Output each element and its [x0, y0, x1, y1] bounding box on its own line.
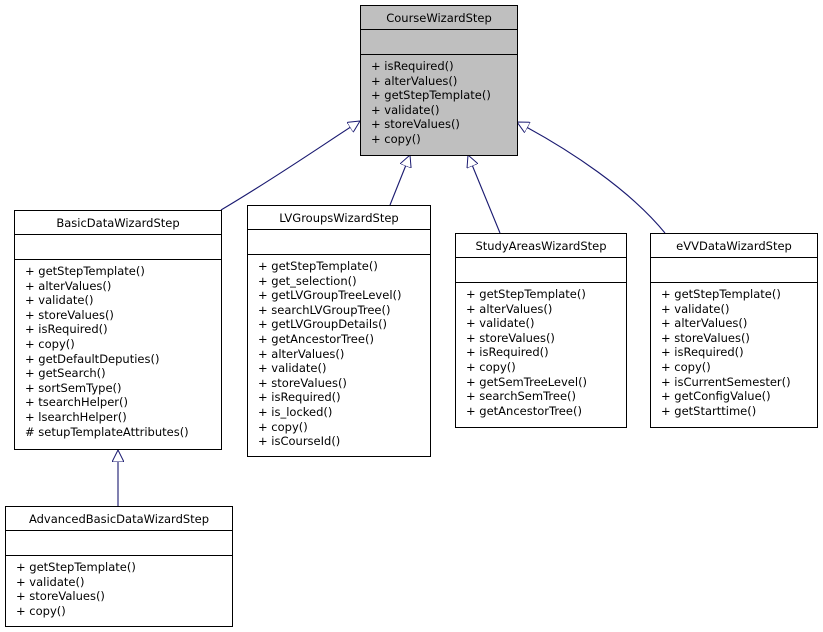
edge-lvgroups-to-course	[389, 155, 410, 206]
operation: + validate()	[258, 361, 327, 376]
operation: + alterValues()	[661, 316, 748, 331]
class-basic-data-wizard-step[interactable]: BasicDataWizardStep + getStepTemplate() …	[14, 210, 222, 450]
operation: + tsearchHelper()	[25, 395, 128, 410]
operations-compartment: + getStepTemplate() + get_selection() + …	[248, 255, 430, 449]
operation: + getAncestorTree()	[258, 331, 374, 346]
edge-studyareas-to-course	[468, 155, 501, 234]
class-study-areas-wizard-step[interactable]: StudyAreasWizardStep + getStepTemplate()…	[455, 233, 627, 428]
operation: + getDefaultDeputies()	[25, 351, 160, 366]
operation: + getStepTemplate()	[25, 264, 145, 278]
operation: + get_selection()	[258, 273, 357, 288]
operation: + getStepTemplate()	[371, 88, 491, 103]
operation: + validate()	[466, 316, 535, 331]
operation: + alterValues()	[258, 346, 345, 361]
operation: + copy()	[25, 336, 75, 351]
operation: + getConfigValue()	[661, 389, 771, 404]
operation: + copy()	[661, 359, 711, 374]
operation: + getSearch()	[25, 366, 106, 381]
attributes-compartment	[6, 531, 232, 556]
operation: + alterValues()	[371, 73, 458, 88]
operation: + storeValues()	[661, 330, 750, 345]
attributes-compartment	[15, 235, 221, 260]
operation: + validate()	[25, 293, 94, 308]
class-evv-data-wizard-step[interactable]: eVVDataWizardStep + getStepTemplate() + …	[650, 233, 818, 428]
operation: + getStepTemplate()	[258, 259, 378, 273]
operation: + copy()	[258, 419, 308, 434]
class-name: CourseWizardStep	[361, 6, 517, 30]
operation: + isRequired()	[25, 322, 108, 337]
operation: + getStepTemplate()	[16, 560, 136, 574]
class-lv-groups-wizard-step[interactable]: LVGroupsWizardStep + getStepTemplate() +…	[247, 205, 431, 457]
operation: + validate()	[16, 574, 85, 589]
operation: + validate()	[371, 102, 440, 117]
operation: + getStepTemplate()	[661, 287, 781, 301]
operation: + storeValues()	[16, 589, 105, 604]
operation: + lsearchHelper()	[25, 409, 127, 424]
attributes-compartment	[651, 258, 817, 283]
operations-compartment: + getStepTemplate() + alterValues() + va…	[456, 283, 626, 418]
operation: + storeValues()	[466, 330, 555, 345]
operation: + alterValues()	[25, 278, 112, 293]
operation: + copy()	[466, 359, 516, 374]
operation: + searchLVGroupTree()	[258, 302, 391, 317]
edge-evv-to-course	[517, 122, 666, 234]
attributes-compartment	[361, 30, 517, 55]
class-advanced-basic-data-wizard-step[interactable]: AdvancedBasicDataWizardStep + getStepTem…	[5, 506, 233, 627]
operation: + getAncestorTree()	[466, 403, 582, 418]
class-name: StudyAreasWizardStep	[456, 234, 626, 258]
operation: + isCurrentSemester()	[661, 374, 791, 389]
class-name: BasicDataWizardStep	[15, 211, 221, 235]
operations-compartment: + isRequired() + alterValues() + getStep…	[361, 55, 517, 147]
operation: + getLVGroupDetails()	[258, 317, 388, 332]
operation: + isRequired()	[466, 345, 549, 360]
operation: + storeValues()	[371, 117, 460, 132]
operation: + storeValues()	[25, 307, 114, 322]
attributes-compartment	[248, 230, 430, 255]
class-name: AdvancedBasicDataWizardStep	[6, 507, 232, 531]
class-course-wizard-step[interactable]: CourseWizardStep + isRequired() + alterV…	[360, 5, 518, 156]
attributes-compartment	[456, 258, 626, 283]
operation: # setupTemplateAttributes()	[25, 424, 189, 439]
operation: + validate()	[661, 301, 730, 316]
operation: + getStepTemplate()	[466, 287, 586, 301]
operation: + copy()	[16, 603, 66, 618]
class-name: eVVDataWizardStep	[651, 234, 817, 258]
edge-basic-to-course	[220, 121, 360, 211]
operation: + storeValues()	[258, 375, 347, 390]
operations-compartment: + getStepTemplate() + alterValues() + va…	[15, 260, 221, 439]
operation: + isRequired()	[371, 59, 454, 73]
operation: + getLVGroupTreeLevel()	[258, 288, 402, 303]
operation: + isRequired()	[661, 345, 744, 360]
operations-compartment: + getStepTemplate() + validate() + store…	[6, 556, 232, 618]
class-name: LVGroupsWizardStep	[248, 206, 430, 230]
operation: + isCourseId()	[258, 434, 341, 449]
operation: + isRequired()	[258, 390, 341, 405]
operation: + alterValues()	[466, 301, 553, 316]
operation: + copy()	[371, 131, 421, 146]
operation: + is_locked()	[258, 404, 333, 419]
operation: + getStarttime()	[661, 403, 757, 418]
operation: + getSemTreeLevel()	[466, 374, 588, 389]
operation: + sortSemType()	[25, 380, 122, 395]
operation: + searchSemTree()	[466, 389, 577, 404]
operations-compartment: + getStepTemplate() + validate() + alter…	[651, 283, 817, 418]
